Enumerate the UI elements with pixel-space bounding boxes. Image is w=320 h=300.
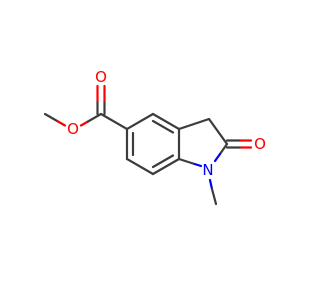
molecule-structure: O O O N bbox=[43, 68, 266, 206]
bond-n1-c7a-blue bbox=[191, 162, 203, 168]
bond-ring-inner-2 bbox=[151, 154, 175, 169]
bond-carbonyl-ring bbox=[99, 112, 129, 131]
bond-methyl-ether-o bbox=[43, 112, 60, 123]
bond-c3a-c3 bbox=[177, 117, 211, 131]
bond-c3-c2 bbox=[207, 117, 229, 146]
bond-ether-o-carbonyl-red bbox=[79, 120, 90, 127]
bond-n-methyl-blue bbox=[208, 178, 214, 191]
bond-n-methyl bbox=[210, 187, 218, 206]
bond-ring-c7a-c7 bbox=[151, 157, 181, 176]
bond-c2-n1-blue bbox=[213, 152, 222, 163]
molecule-canvas: O O O N bbox=[43, 68, 266, 206]
atom-ring-nitrogen: N bbox=[202, 161, 213, 179]
atom-ether-oxygen: O bbox=[67, 120, 79, 138]
bond-methyl-ether-o-red bbox=[56, 120, 67, 127]
bond-n1-c7a bbox=[177, 157, 195, 165]
bond-ether-o-carbonyl bbox=[86, 112, 103, 123]
bond-ring-c4-c3a bbox=[151, 112, 181, 131]
atom-lactam-oxygen: O bbox=[254, 135, 266, 153]
bond-c2-n1 bbox=[218, 142, 229, 156]
bond-ring-c5-c4 bbox=[125, 112, 155, 131]
atom-ester-carbonyl-oxygen: O bbox=[95, 68, 107, 86]
bond-ring-inner-1 bbox=[151, 119, 175, 134]
bond-ring-c7-c6 bbox=[125, 157, 155, 176]
